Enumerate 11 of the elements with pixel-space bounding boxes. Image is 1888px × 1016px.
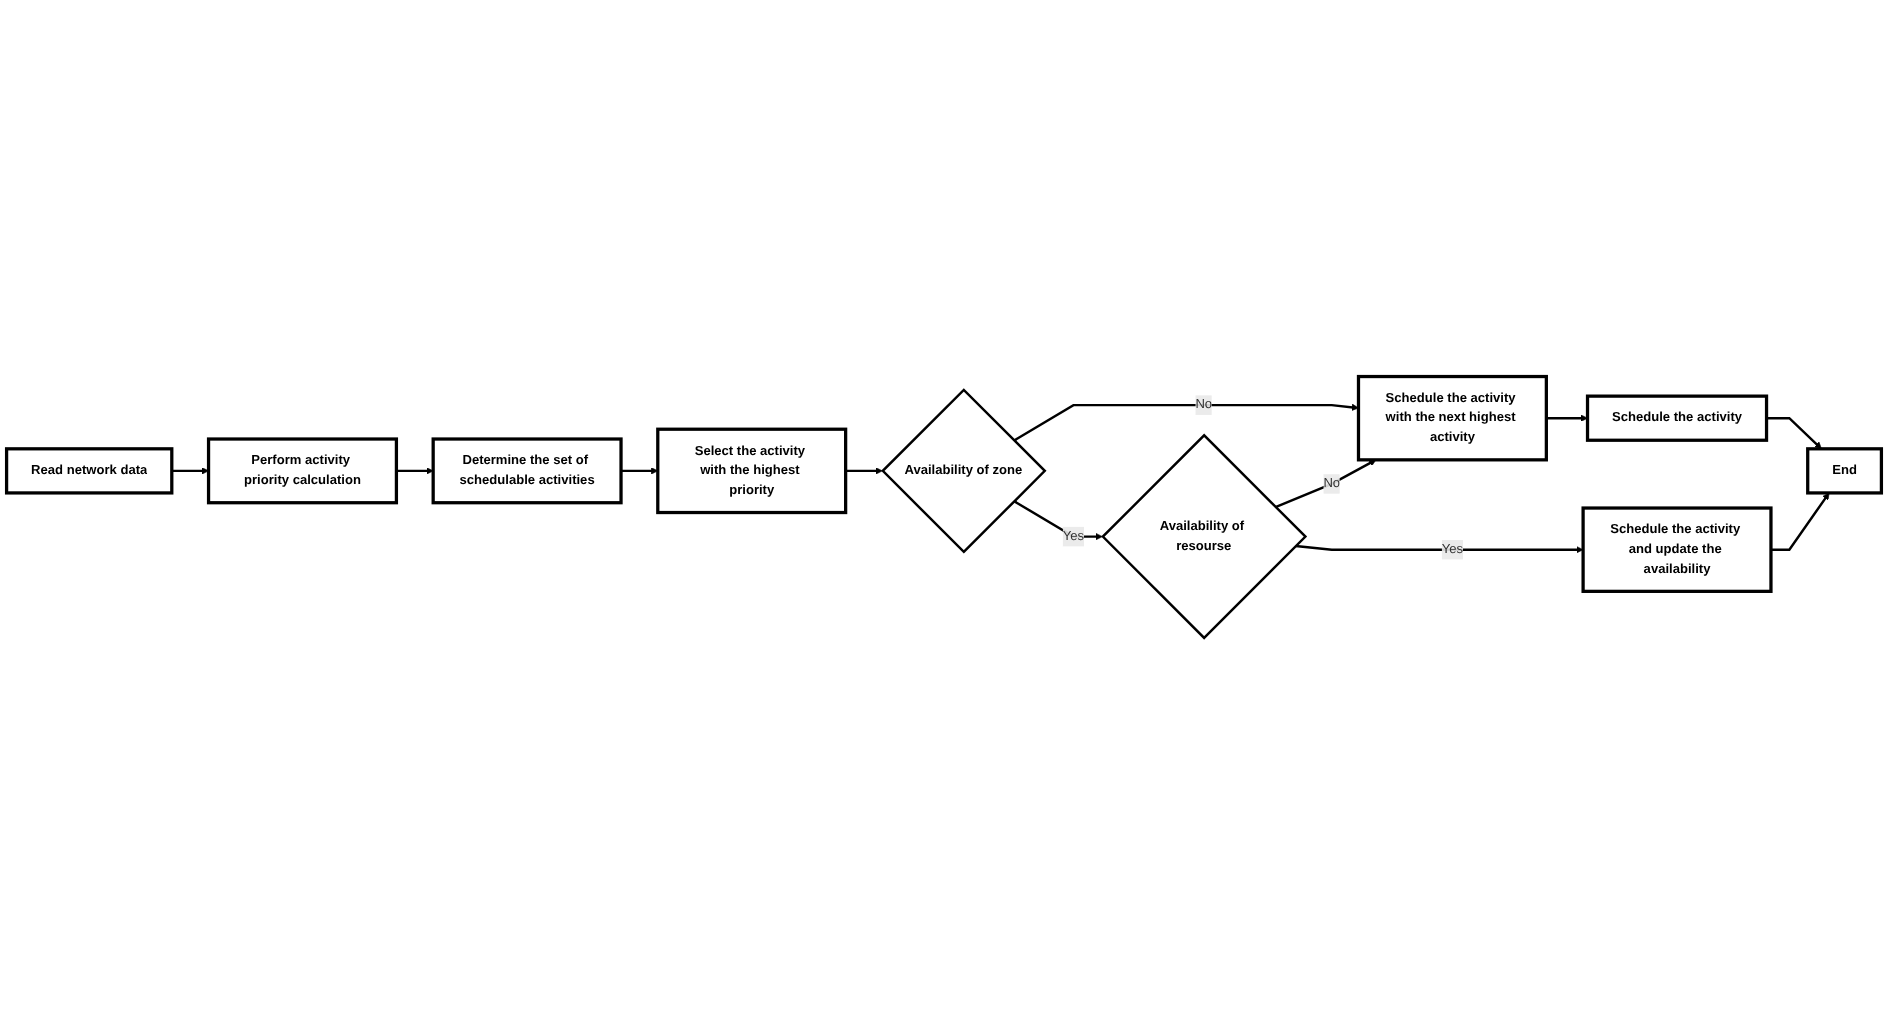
arrow (1766, 417, 1822, 450)
arrow (1295, 545, 1584, 555)
arrow (396, 468, 434, 476)
arrow (1013, 500, 1103, 541)
arrow (1275, 460, 1377, 509)
arrow (1546, 415, 1588, 423)
arrow (621, 468, 659, 476)
arrow (1013, 404, 1359, 443)
arrow (171, 468, 209, 476)
arrow (1770, 493, 1830, 552)
arrow (845, 468, 883, 476)
